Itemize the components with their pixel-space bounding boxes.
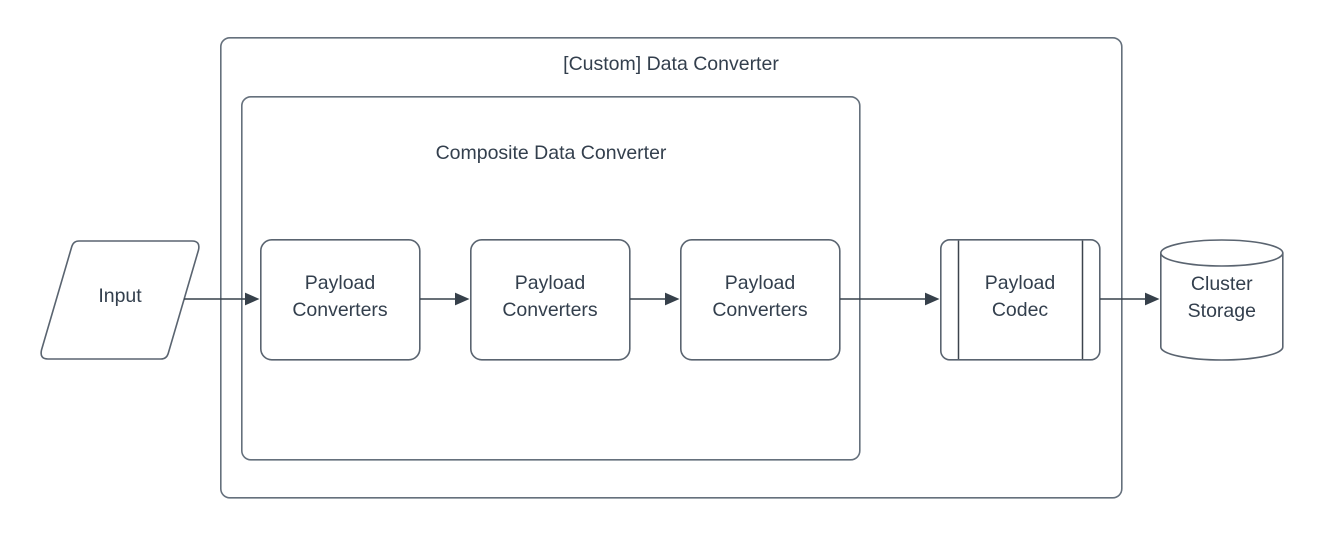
payload-converters-1-label-line2: Converters	[292, 299, 388, 321]
payload-codec-shape	[939, 239, 1101, 361]
payload-converters-2-label-line2: Converters	[502, 299, 598, 321]
payload-converters-3-label-line1: Payload	[725, 272, 795, 294]
composite-data-converter-border	[241, 96, 861, 461]
connector-converters-3-to-codec[interactable]	[840, 292, 940, 306]
node-cluster-storage[interactable]: Cluster Storage	[1160, 239, 1284, 361]
cluster-storage-body	[1160, 252, 1284, 361]
arrow-head-icon	[455, 292, 470, 306]
payload-converters-2-shape	[469, 239, 631, 361]
cluster-storage-top-ellipse	[1160, 239, 1284, 267]
connector-converters-2-to-converters-3[interactable]	[630, 292, 680, 306]
cluster-storage-label-line1: Cluster	[1191, 273, 1253, 295]
connector-input-to-converters-1[interactable]	[184, 292, 260, 306]
custom-data-converter-border	[220, 36, 1123, 499]
payload-codec-label-line2: Codec	[992, 299, 1049, 321]
node-payload-converters-2[interactable]: Payload Converters	[469, 239, 631, 361]
payload-converters-1-label-line1: Payload	[305, 272, 375, 294]
connector-converters-1-to-converters-2[interactable]	[420, 292, 470, 306]
container-composite-data-converter[interactable]: Composite Data Converter	[241, 96, 861, 461]
arrow-head-icon	[245, 292, 260, 306]
input-label: Input	[98, 285, 142, 307]
node-payload-codec[interactable]: Payload Codec	[939, 239, 1101, 361]
payload-converters-3-shape	[679, 239, 841, 361]
node-payload-converters-1[interactable]: Payload Converters	[259, 239, 421, 361]
input-shape	[40, 240, 200, 360]
container-custom-data-converter[interactable]: [Custom] Data Converter	[220, 36, 1123, 499]
arrow-head-icon	[1145, 292, 1160, 306]
payload-converters-2-label-line1: Payload	[515, 272, 585, 294]
arrow-head-icon	[925, 292, 940, 306]
arrow-head-icon	[665, 292, 680, 306]
payload-converters-3-label-line2: Converters	[712, 299, 808, 321]
custom-data-converter-label: [Custom] Data Converter	[563, 53, 779, 75]
node-input[interactable]: Input	[40, 240, 200, 360]
connector-codec-to-storage[interactable]	[1100, 292, 1160, 306]
payload-converters-1-shape	[259, 239, 421, 361]
node-payload-converters-3[interactable]: Payload Converters	[679, 239, 841, 361]
cluster-storage-label-line2: Storage	[1188, 300, 1256, 322]
composite-data-converter-label: Composite Data Converter	[436, 142, 667, 164]
payload-codec-label-line1: Payload	[985, 272, 1055, 294]
